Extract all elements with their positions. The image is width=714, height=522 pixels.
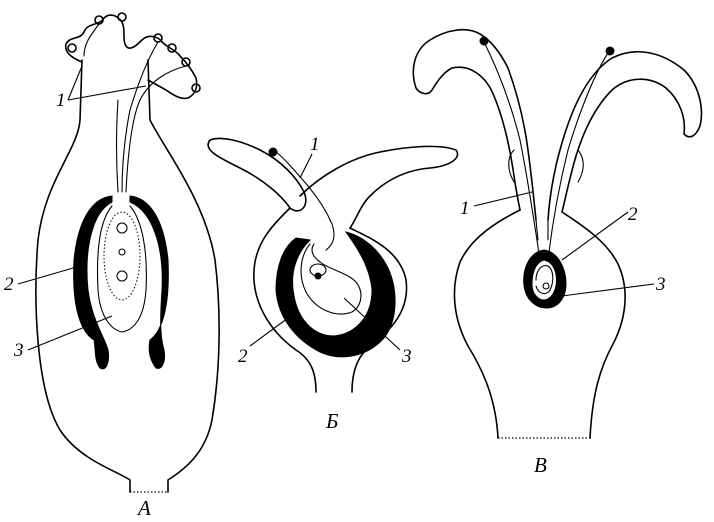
figure-a-label-2: 2 bbox=[4, 274, 14, 295]
figure-b-leader-1 bbox=[300, 154, 312, 178]
figure-a-central-nucleus bbox=[119, 249, 125, 255]
figure-v-stigma-left bbox=[413, 30, 536, 220]
figure-v-nucellus bbox=[536, 266, 553, 294]
figure-v-pollen-grain bbox=[480, 37, 488, 45]
figure-v-pollen-grain bbox=[606, 47, 614, 55]
figure-b-stigma-left bbox=[208, 138, 306, 210]
figure-b-label-3: 3 bbox=[401, 346, 412, 367]
figure-b-nucleus bbox=[315, 273, 321, 279]
figure-b-integument bbox=[276, 232, 395, 357]
figure-a-integument bbox=[74, 196, 112, 369]
figure-a-style bbox=[117, 100, 119, 192]
figure-a-pollen-tube bbox=[84, 24, 158, 192]
figure-b-ovule bbox=[301, 244, 361, 314]
figure-v-label-3: 3 bbox=[655, 274, 666, 295]
figure-a-leader-2 bbox=[18, 266, 80, 284]
figure-a-label-1: 1 bbox=[56, 90, 66, 111]
figure-v-stigma-right bbox=[548, 52, 701, 220]
figure-v-pollen-tube bbox=[484, 42, 540, 260]
figure-a-pistil bbox=[36, 13, 219, 492]
figure-a-caption: А bbox=[136, 496, 151, 520]
figure-v-style-mark bbox=[578, 150, 583, 182]
figure-a-embryo-sac bbox=[104, 212, 140, 300]
figure-b-stigma-right bbox=[300, 146, 458, 228]
figure-v-ovary-outline bbox=[454, 210, 625, 438]
figure-b-caption: Б bbox=[325, 409, 338, 433]
figure-v-caption: В bbox=[534, 453, 547, 477]
figure-b-pollen-grain bbox=[269, 148, 277, 156]
figure-a-label-3: 3 bbox=[13, 340, 24, 361]
figure-v-label-1: 1 bbox=[460, 198, 470, 219]
figure-a-stigma bbox=[66, 15, 197, 98]
figure-v-label-2: 2 bbox=[628, 204, 638, 225]
figure-a-integument bbox=[130, 196, 168, 368]
figure-a-egg-cell bbox=[117, 223, 127, 233]
figure-a-pollen-grain bbox=[118, 13, 126, 21]
figure-a-antipodal bbox=[117, 271, 127, 281]
figure-v-style bbox=[536, 220, 548, 240]
figure-v-integument bbox=[524, 250, 566, 308]
figure-v-egg-cell bbox=[543, 283, 549, 289]
figure-a-pollen-grain bbox=[68, 44, 76, 52]
figure-v-pollen-tube bbox=[548, 50, 610, 260]
figure-v-leader-3 bbox=[562, 284, 654, 296]
figure-b-label-2: 2 bbox=[238, 346, 248, 367]
figure-v-pistil bbox=[413, 30, 701, 438]
figure-b-label-1: 1 bbox=[310, 134, 320, 155]
figure-v-leader-1 bbox=[474, 192, 532, 206]
